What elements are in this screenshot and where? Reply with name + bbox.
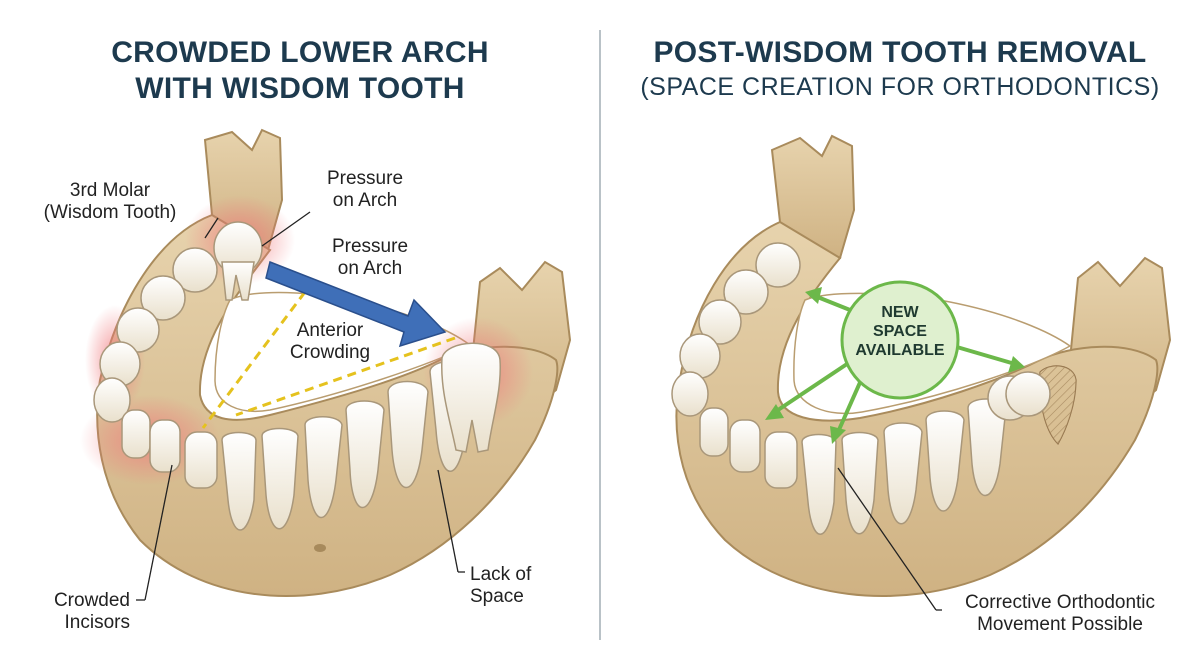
- label-crowded-incisors: Crowded Incisors: [53, 590, 130, 633]
- new-space-badge-text: NEW SPACE AVAILABLE: [855, 304, 945, 359]
- teeth-row: [93, 221, 502, 531]
- label-pressure-on-arch-2: Pressure on Arch: [331, 236, 409, 279]
- post-removal-jaw-illustration: [671, 134, 1172, 611]
- left-title-line1: CROWDED LOWER ARCH: [111, 36, 489, 69]
- space-arrows: [765, 287, 1025, 444]
- right-title: POST-WISDOM TOOTH REMOVAL: [653, 36, 1147, 69]
- crowded-arch-panel: CROWDED LOWER ARCH WITH WISDOM TOOTH: [43, 36, 572, 633]
- right-subtitle: (SPACE CREATION FOR ORTHODONTICS): [640, 73, 1160, 101]
- post-removal-panel: POST-WISDOM TOOTH REMOVAL (SPACE CREATIO…: [600, 0, 1200, 669]
- new-space-badge: [840, 280, 960, 400]
- label-lack-of-space: Lack of Space: [470, 564, 532, 607]
- crowding-lines: [201, 291, 456, 429]
- label-anterior-crowding: Anterior Crowding: [289, 320, 371, 363]
- label-corrective-movement: Corrective Orthodontic Movement Possible: [964, 592, 1156, 635]
- crowded-jaw-illustration: [80, 128, 572, 601]
- panel-divider: [599, 30, 601, 640]
- label-pressure-on-arch-1: Pressure on Arch: [326, 168, 404, 211]
- leader-lines-right: [837, 467, 942, 611]
- pressure-arrow: [265, 260, 447, 348]
- teeth-row-right: [671, 242, 1051, 535]
- left-title-line2: WITH WISDOM TOOTH: [135, 72, 465, 105]
- leader-lines: [136, 211, 465, 601]
- label-third-molar: 3rd Molar (Wisdom Tooth): [43, 180, 177, 223]
